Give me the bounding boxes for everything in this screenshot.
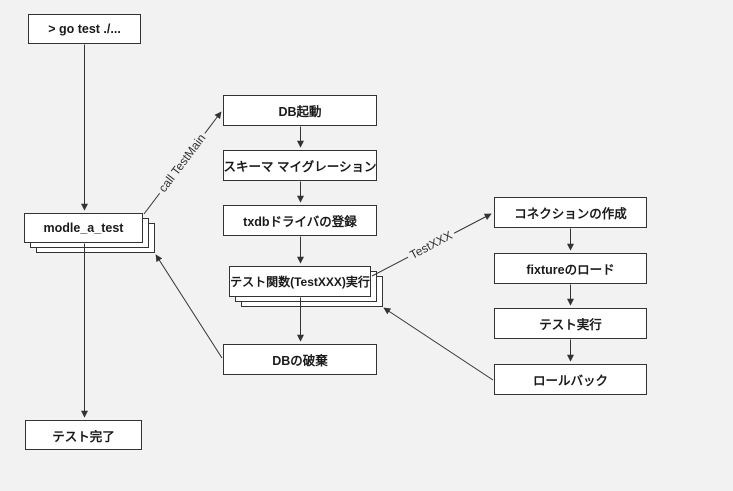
edge-label-testxxx: TestXXX [404,226,458,264]
node-module-a-test: modle_a_test [24,213,143,243]
node-create-connection: コネクションの作成 [494,197,647,228]
node-db-start: DB起動 [223,95,377,126]
node-rollback: ロールバック [494,364,647,395]
node-schema-migration: スキーマ マイグレーション [223,150,377,181]
node-test-done: テスト完了 [25,420,142,450]
edge-label-call-testmain: call TestMain [153,128,211,198]
node-load-fixture: fixtureのロード [494,253,647,284]
node-go-test: > go test ./... [28,14,141,44]
node-db-destroy: DBの破棄 [223,344,377,375]
node-test-func: テスト関数(TestXXX)実行 [229,266,371,297]
node-txdb-driver: txdbドライバの登録 [223,205,377,236]
edge-rollback-to-test-func [383,307,494,381]
edge-db-destroy-to-module [155,254,223,359]
node-run-test: テスト実行 [494,308,647,339]
